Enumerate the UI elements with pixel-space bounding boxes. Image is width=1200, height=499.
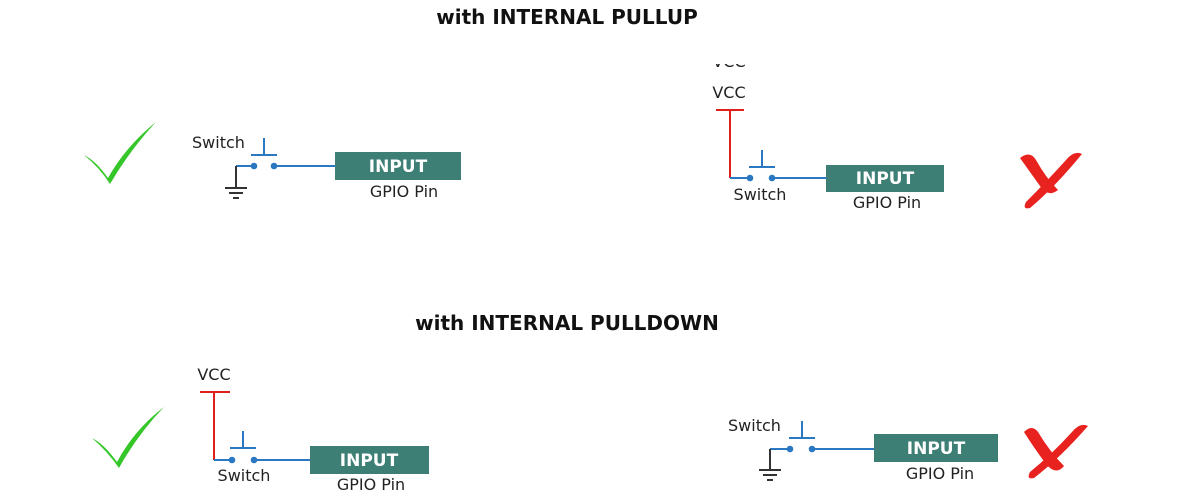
vcc-label: VCC	[197, 365, 230, 384]
switch-label: Switch	[218, 466, 271, 485]
vcc-rail	[716, 109, 744, 178]
pulldown-wrong-circuit: Switch INPUT GPIO Pin	[728, 416, 1088, 483]
ground-symbol-icon	[759, 449, 781, 481]
input-label: INPUT	[369, 157, 428, 177]
check-mark-icon	[92, 407, 164, 468]
switch-label: Switch	[728, 416, 781, 435]
cross-mark-icon	[1020, 152, 1082, 209]
switch-symbol	[730, 150, 826, 182]
vcc-rail	[200, 391, 230, 460]
input-box	[335, 152, 461, 180]
input-box	[874, 434, 998, 462]
input-box	[310, 446, 429, 474]
heading-internal-pulldown: with INTERNAL PULLDOWN	[415, 311, 719, 335]
gpio-pin-label: GPIO Pin	[853, 193, 921, 212]
check-mark-icon	[84, 122, 156, 184]
switch-label: Switch	[192, 133, 245, 152]
heading-internal-pullup: with INTERNAL PULLUP	[436, 5, 698, 29]
pulldown-correct-circuit: VCC Switch INPUT GPIO Pin	[92, 365, 429, 494]
gpio-pin-label: GPIO Pin	[906, 464, 974, 483]
input-label: INPUT	[856, 169, 915, 189]
input-label: INPUT	[340, 451, 399, 471]
gpio-pin-label: GPIO Pin	[337, 475, 405, 494]
cross-mark-icon	[1024, 424, 1088, 479]
input-box	[826, 165, 944, 192]
ground-symbol-icon	[225, 166, 247, 199]
vcc-label: VCC	[712, 83, 745, 102]
pullup-wrong-circuit: VCC VCC Switch INPUT GPIO Pin	[690, 40, 1082, 212]
gpio-pin-label: GPIO Pin	[370, 182, 438, 201]
switch-symbol	[770, 421, 874, 453]
pullup-correct-circuit: Switch INPUT GPIO Pin	[84, 122, 461, 201]
input-label: INPUT	[907, 439, 966, 459]
switch-symbol	[214, 431, 310, 464]
switch-label: Switch	[734, 185, 787, 204]
switch-symbol	[236, 138, 335, 170]
